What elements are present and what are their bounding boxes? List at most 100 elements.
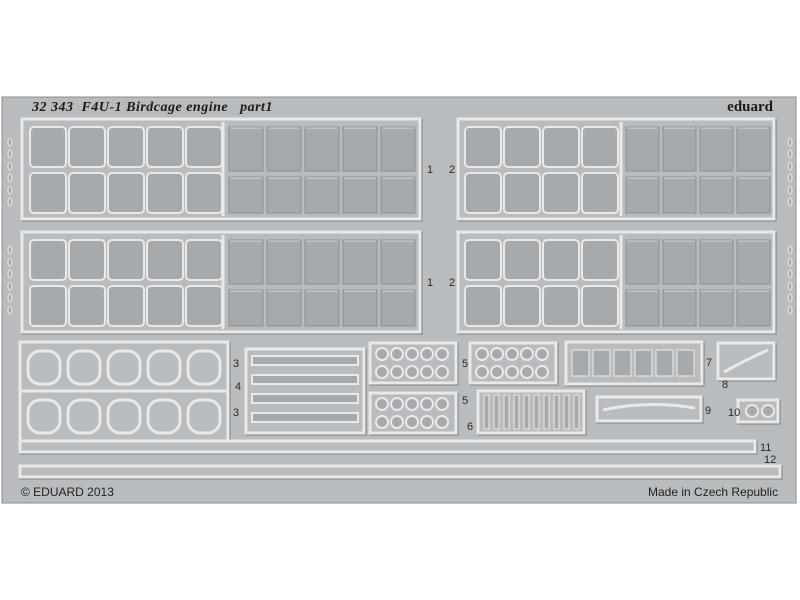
birdcage-block-3-bay bbox=[503, 172, 541, 214]
birdcage-block-1-panel bbox=[228, 126, 264, 172]
birdcage-block-4-bay bbox=[464, 285, 502, 327]
part-3-a-ring bbox=[186, 349, 222, 386]
part-5-a-disc bbox=[375, 347, 389, 361]
part-7-tab bbox=[634, 349, 653, 377]
part-number-5: 5 bbox=[462, 358, 469, 370]
part-5-a-disc bbox=[405, 365, 419, 379]
edge-vent bbox=[787, 137, 793, 147]
birdcage-block-1-panel bbox=[304, 126, 340, 172]
part-6-tine bbox=[533, 394, 540, 430]
part-7-tab bbox=[655, 349, 674, 377]
part-number-10: 10 bbox=[728, 407, 741, 419]
part-6-tine bbox=[483, 394, 490, 430]
birdcage-block-1-bay bbox=[107, 126, 145, 168]
part-5-b-disc bbox=[490, 365, 504, 379]
part-4-strip bbox=[251, 412, 359, 423]
edge-vent bbox=[7, 173, 13, 183]
part-3-a-ring bbox=[146, 349, 182, 386]
part-number-9: 9 bbox=[705, 405, 712, 417]
part-3-b-ring bbox=[106, 398, 142, 435]
part-5-a-disc bbox=[420, 365, 434, 379]
part-10-disc bbox=[761, 404, 775, 418]
part-5-c-disc bbox=[405, 397, 419, 411]
birdcage-block-1-bay bbox=[68, 172, 106, 214]
birdcage-block-4-panel bbox=[662, 239, 697, 285]
part-5-a-disc bbox=[435, 347, 449, 361]
part-7-tab bbox=[592, 349, 611, 377]
part-5-b-disc bbox=[505, 347, 519, 361]
birdcage-block-3-panel bbox=[699, 176, 734, 214]
sheet-title: 32 343 F4U-1 Birdcage engine part1 bbox=[32, 100, 273, 116]
part-5-c-disc bbox=[375, 397, 389, 411]
part-4-strip bbox=[251, 355, 359, 366]
part-6-tine bbox=[553, 394, 560, 430]
part-7-tab bbox=[613, 349, 632, 377]
part-5-b-disc bbox=[475, 365, 489, 379]
birdcage-block-1-bay bbox=[146, 172, 184, 214]
origin-text: Made in Czech Republic bbox=[648, 485, 779, 499]
part-5-a-disc bbox=[405, 347, 419, 361]
part-10-disc bbox=[745, 404, 759, 418]
edge-vent bbox=[787, 197, 793, 207]
birdcage-block-1-panel bbox=[380, 176, 416, 214]
birdcage-block-4-panel bbox=[662, 289, 697, 327]
birdcage-block-1-bay bbox=[29, 126, 67, 168]
part-3-b-ring bbox=[186, 398, 222, 435]
edge-vent bbox=[787, 185, 793, 195]
birdcage-block-2-panel bbox=[304, 289, 340, 327]
birdcage-block-3-panel bbox=[736, 176, 771, 214]
part-5-a-disc bbox=[435, 365, 449, 379]
birdcage-block-3-bay bbox=[464, 126, 502, 168]
birdcage-block-4-bay bbox=[503, 285, 541, 327]
birdcage-block-2-panel bbox=[380, 239, 416, 285]
edge-vent bbox=[787, 149, 793, 159]
birdcage-block-1-bay bbox=[185, 126, 223, 168]
birdcage-block-2-panel bbox=[266, 239, 302, 285]
brand-logo: eduard bbox=[727, 99, 773, 115]
birdcage-block-4-panel bbox=[736, 289, 771, 327]
birdcage-block-4-panel bbox=[699, 239, 734, 285]
part-5-a-disc bbox=[390, 347, 404, 361]
birdcage-block-1-bay bbox=[146, 126, 184, 168]
part-number-7: 7 bbox=[706, 357, 713, 369]
edge-vent bbox=[7, 269, 13, 279]
part-5-b-disc bbox=[490, 347, 504, 361]
edge-vent bbox=[7, 197, 13, 207]
part-5-b-disc bbox=[520, 365, 534, 379]
birdcage-block-1-bay bbox=[185, 172, 223, 214]
edge-vent bbox=[7, 185, 13, 195]
part-5-b-disc bbox=[505, 365, 519, 379]
birdcage-block-2-bay bbox=[68, 285, 106, 327]
part-3-b-ring bbox=[146, 398, 182, 435]
birdcage-block-1-bay bbox=[29, 172, 67, 214]
birdcage-block-4-bay bbox=[503, 239, 541, 281]
part-number-3: 3 bbox=[233, 358, 240, 370]
part-number-11: 11 bbox=[760, 442, 772, 454]
edge-vent bbox=[7, 149, 13, 159]
part-5-a-disc bbox=[375, 365, 389, 379]
birdcage-block-2-bay bbox=[185, 285, 223, 327]
birdcage-block-3-bay bbox=[581, 126, 619, 168]
birdcage-block-1-panel bbox=[266, 176, 302, 214]
birdcage-block-4-panel bbox=[736, 239, 771, 285]
birdcage-block-4-panel bbox=[625, 239, 660, 285]
part-5-a-disc bbox=[390, 365, 404, 379]
birdcage-block-4-bay bbox=[581, 285, 619, 327]
birdcage-block-3-bay bbox=[581, 172, 619, 214]
birdcage-block-4-bay bbox=[542, 239, 580, 281]
sheet-part: part1 bbox=[240, 100, 273, 115]
part-9-wire bbox=[602, 402, 696, 412]
part-5-c-disc bbox=[405, 415, 419, 429]
birdcage-block-2-panel bbox=[380, 289, 416, 327]
birdcage-block-2-panel bbox=[342, 289, 378, 327]
sheet-name: F4U-1 Birdcage engine bbox=[81, 100, 229, 115]
birdcage-block-1-panel bbox=[380, 126, 416, 172]
birdcage-block-3-panel bbox=[662, 126, 697, 172]
birdcage-block-3-bay bbox=[503, 126, 541, 168]
part-6-tine bbox=[573, 394, 580, 430]
birdcage-block-2-bay bbox=[29, 285, 67, 327]
edge-vent bbox=[7, 305, 13, 315]
part-number-1: 1 bbox=[427, 164, 434, 176]
part-number-5b: 5 bbox=[462, 395, 469, 407]
part-12-strip bbox=[18, 464, 782, 479]
